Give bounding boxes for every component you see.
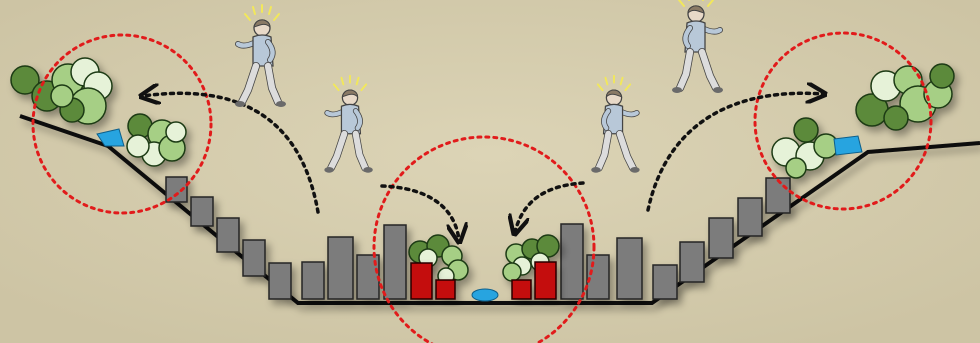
building-icon <box>738 198 762 236</box>
building-icon <box>535 262 556 299</box>
building-icon <box>436 280 455 299</box>
building-icon <box>217 218 239 252</box>
building-icon <box>328 237 353 299</box>
building-icon <box>680 242 704 282</box>
building-icon <box>766 178 790 213</box>
water-body-icon <box>472 289 498 301</box>
building-icon <box>653 265 677 299</box>
building-icon <box>269 263 291 299</box>
building-icon <box>512 280 531 299</box>
building-icon <box>243 240 265 276</box>
water-body-icon <box>834 136 862 155</box>
building-icon <box>561 224 583 299</box>
building-icon <box>617 238 642 299</box>
building-icon <box>191 197 213 226</box>
building-icon <box>709 218 733 258</box>
building-icon <box>587 255 609 299</box>
building-icon <box>384 225 406 299</box>
building-icon <box>411 263 432 299</box>
building-icon <box>302 262 324 299</box>
